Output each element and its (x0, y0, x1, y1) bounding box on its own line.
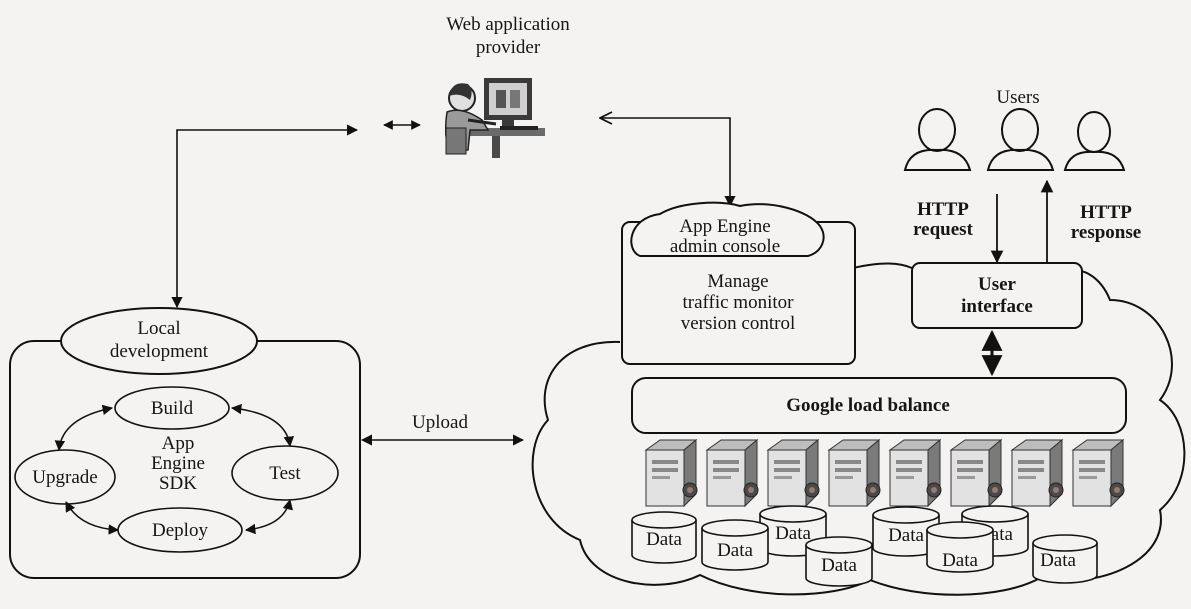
http-response-line1: HTTP (1080, 202, 1132, 223)
app-engine-sdk-label: App Engine SDK (151, 433, 205, 494)
sdk-line3: SDK (159, 473, 197, 494)
data-store-label: Data (1040, 550, 1076, 571)
admin-console-desc-line3: version control (681, 313, 796, 334)
http-request-line2: request (913, 219, 973, 240)
data-store-icon: Data (631, 511, 697, 564)
http-response-arrow: HTTP response (1040, 179, 1141, 262)
data-store-label: Data (775, 523, 811, 544)
admin-console-box: App Engine admin console Manage traffic … (621, 201, 856, 365)
deploy-label: Deploy (152, 520, 208, 541)
data-store-icon: Data (872, 506, 940, 557)
server-rack-row (644, 438, 1125, 508)
http-request-arrow: HTTP request (913, 194, 1004, 264)
server-icon (644, 438, 698, 508)
server-icon (949, 438, 1003, 508)
http-response-line2: response (1071, 222, 1141, 243)
local-development-box: Local development Build Test Deploy Upgr… (9, 307, 361, 579)
server-icon (766, 438, 820, 508)
users-label: Users (996, 87, 1039, 108)
user-interface-line1: User (978, 274, 1017, 295)
build-label: Build (151, 398, 194, 419)
google-load-balancer: Google load balance (631, 377, 1127, 434)
data-store-label: Data (717, 540, 753, 561)
sdk-line1: App (162, 433, 195, 454)
server-icon (888, 438, 942, 508)
data-store-label: Data (646, 529, 682, 550)
upload-label: Upload (412, 412, 468, 433)
admin-console-desc-line1: Manage (707, 271, 768, 292)
load-balancer-label: Google load balance (786, 395, 950, 416)
server-icon (705, 438, 759, 508)
provider-to-console-connector (600, 118, 730, 206)
local-development-title-line1: Local (137, 318, 180, 339)
upgrade-step: Upgrade (14, 449, 116, 505)
data-store-label: Data (942, 550, 978, 571)
upgrade-label: Upgrade (32, 467, 97, 488)
user-icon (1063, 111, 1126, 171)
sdk-line2: Engine (151, 453, 205, 474)
data-store-icon: Data (805, 536, 873, 587)
data-store-group: Data Data Data Data Data Data (631, 505, 1098, 587)
server-icon (1071, 438, 1125, 508)
data-store-icon: Data (926, 521, 994, 573)
data-store-label: Data (888, 525, 924, 546)
deploy-step: Deploy (117, 507, 243, 553)
test-label: Test (269, 463, 301, 484)
data-store-icon: Data (701, 519, 769, 571)
local-development-title-oval (60, 307, 258, 375)
admin-console-title-line1: App Engine (679, 216, 770, 237)
admin-console-title-cloud (630, 201, 825, 257)
user-icon (903, 108, 972, 171)
build-step: Build (114, 386, 230, 430)
user-interface-line2: interface (961, 296, 1033, 317)
data-store-label: Data (821, 555, 857, 576)
test-step: Test (231, 445, 339, 501)
upload-connector: Upload (360, 412, 525, 446)
provider-to-local-connector (171, 120, 421, 309)
server-icon (1010, 438, 1064, 508)
web-application-provider: Web application provider (444, 14, 570, 158)
local-development-title-line2: development (110, 341, 209, 362)
users-group: Users (903, 87, 1126, 171)
provider-title-line1: Web application (446, 14, 570, 35)
admin-console-title-line2: admin console (670, 236, 780, 257)
data-store-icon: Data (1032, 534, 1098, 584)
provider-title-line2: provider (476, 37, 541, 58)
admin-console-desc-line2: traffic monitor (683, 292, 795, 313)
http-request-line1: HTTP (917, 199, 969, 220)
google-cloud-outline (531, 262, 1186, 596)
developer-at-computer-icon (444, 78, 545, 158)
user-interface-box: User interface (911, 262, 1083, 329)
server-icon (827, 438, 881, 508)
user-icon (986, 108, 1055, 171)
